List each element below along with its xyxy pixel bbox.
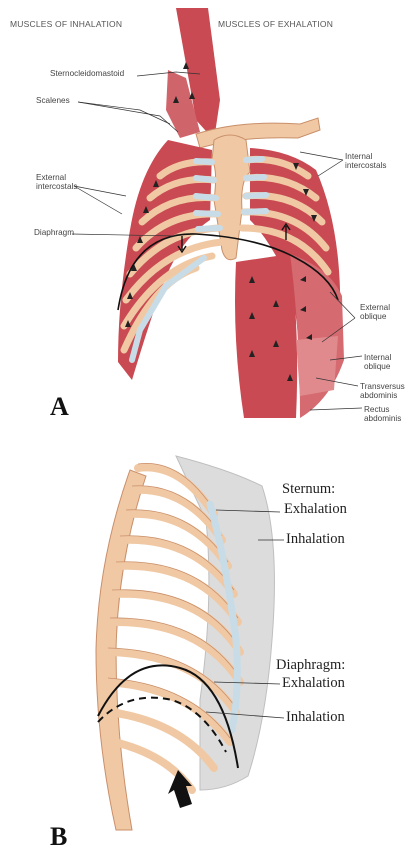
panel-letter-a: A [50,392,69,422]
label-rectus-abdominis: Rectus abdominis [364,406,401,423]
header-muscles-of-inhalation: MUSCLES OF INHALATION [10,20,122,29]
header-muscles-of-exhalation: MUSCLES OF EXHALATION [218,20,333,29]
panel-letter-b: B [50,822,67,852]
label-diaphragm-b: Diaphragm: [276,658,345,673]
label-external-oblique: External oblique [360,304,390,321]
label-internal-oblique: Internal oblique [364,354,391,371]
label-sternocleidomastoid: Sternocleidomastoid [50,70,124,79]
label-internal-intercostals: Internal intercostals [345,153,386,170]
label-diaphragm-exhalation: Exhalation [282,676,345,691]
label-sternum-inhalation: Inhalation [286,532,345,547]
panel-b-illustration [96,456,284,830]
label-transversus-abdominis: Transversus abdominis [360,383,405,400]
label-sternum: Sternum: [282,482,335,497]
label-diaphragm-inhalation: Inhalation [286,710,345,725]
rectus-abdominis-muscle [235,254,297,418]
label-sternum-exhalation: Exhalation [284,502,347,517]
label-external-intercostals: External intercostals [36,174,77,191]
label-diaphragm-a: Diaphragm [34,229,74,238]
internal-oblique-muscle [296,336,338,396]
label-scalenes: Scalenes [36,97,70,106]
